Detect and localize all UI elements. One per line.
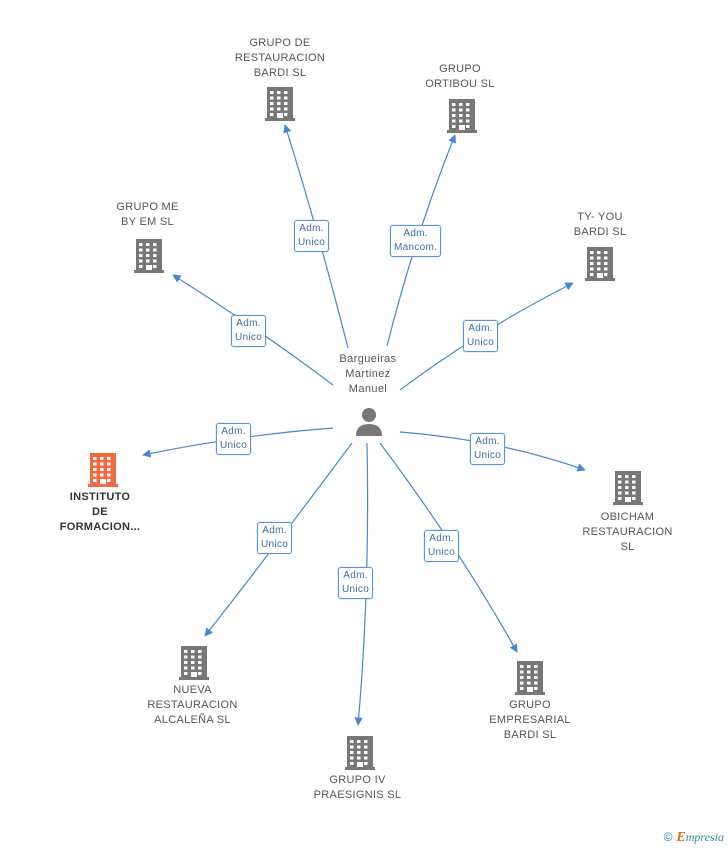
copyright-symbol: © bbox=[663, 830, 673, 844]
relation-badge-restauracion_bardi: Adm. Unico bbox=[294, 220, 330, 252]
building-icon[interactable] bbox=[585, 246, 615, 286]
building-icon[interactable] bbox=[134, 238, 164, 278]
person-icon[interactable] bbox=[355, 407, 383, 442]
company-name-praesignis[interactable]: GRUPO IV PRAESIGNIS SL bbox=[313, 774, 402, 801]
brand-initial: E bbox=[676, 830, 686, 845]
company-name-instituto[interactable]: INSTITUTO DE FORMACION... bbox=[59, 491, 141, 533]
relation-badge-instituto: Adm. Unico bbox=[216, 423, 252, 455]
company-name-restauracion_bardi[interactable]: GRUPO DE RESTAURACION BARDI SL bbox=[234, 37, 326, 79]
relation-badge-praesignis: Adm. Unico bbox=[338, 567, 374, 599]
relation-badge-obicham: Adm. Unico bbox=[470, 433, 506, 465]
building-icon[interactable] bbox=[447, 98, 477, 138]
building-icon[interactable] bbox=[179, 645, 209, 685]
building-icon[interactable] bbox=[88, 452, 118, 492]
relation-badge-nueva: Adm. Unico bbox=[257, 522, 293, 554]
brand-name: mpresia bbox=[685, 830, 724, 844]
relation-badge-ty_you: Adm. Unico bbox=[463, 320, 499, 352]
center-person-name[interactable]: Bargueiras Martinez Manuel bbox=[339, 353, 397, 395]
company-name-ortibou[interactable]: GRUPO ORTIBOU SL bbox=[425, 63, 495, 90]
company-name-obicham[interactable]: OBICHAM RESTAURACION SL bbox=[582, 511, 673, 553]
building-icon[interactable] bbox=[613, 470, 643, 510]
company-name-nueva[interactable]: NUEVA RESTAURACION ALCALEÑA SL bbox=[147, 684, 238, 726]
relation-badge-empresarial: Adm. Unico bbox=[424, 530, 460, 562]
relation-badge-ortibou: Adm. Mancom. bbox=[390, 225, 442, 257]
building-icon[interactable] bbox=[515, 660, 545, 700]
building-icon[interactable] bbox=[265, 86, 295, 126]
building-icon[interactable] bbox=[345, 735, 375, 775]
company-name-empresarial[interactable]: GRUPO EMPRESARIAL BARDI SL bbox=[489, 699, 571, 741]
company-name-ty_you[interactable]: TY- YOU BARDI SL bbox=[573, 211, 627, 238]
relation-badge-me_by_em: Adm. Unico bbox=[231, 315, 267, 347]
footer-brand: ©Empresia bbox=[664, 830, 724, 846]
company-name-me_by_em[interactable]: GRUPO ME BY EM SL bbox=[116, 201, 179, 228]
